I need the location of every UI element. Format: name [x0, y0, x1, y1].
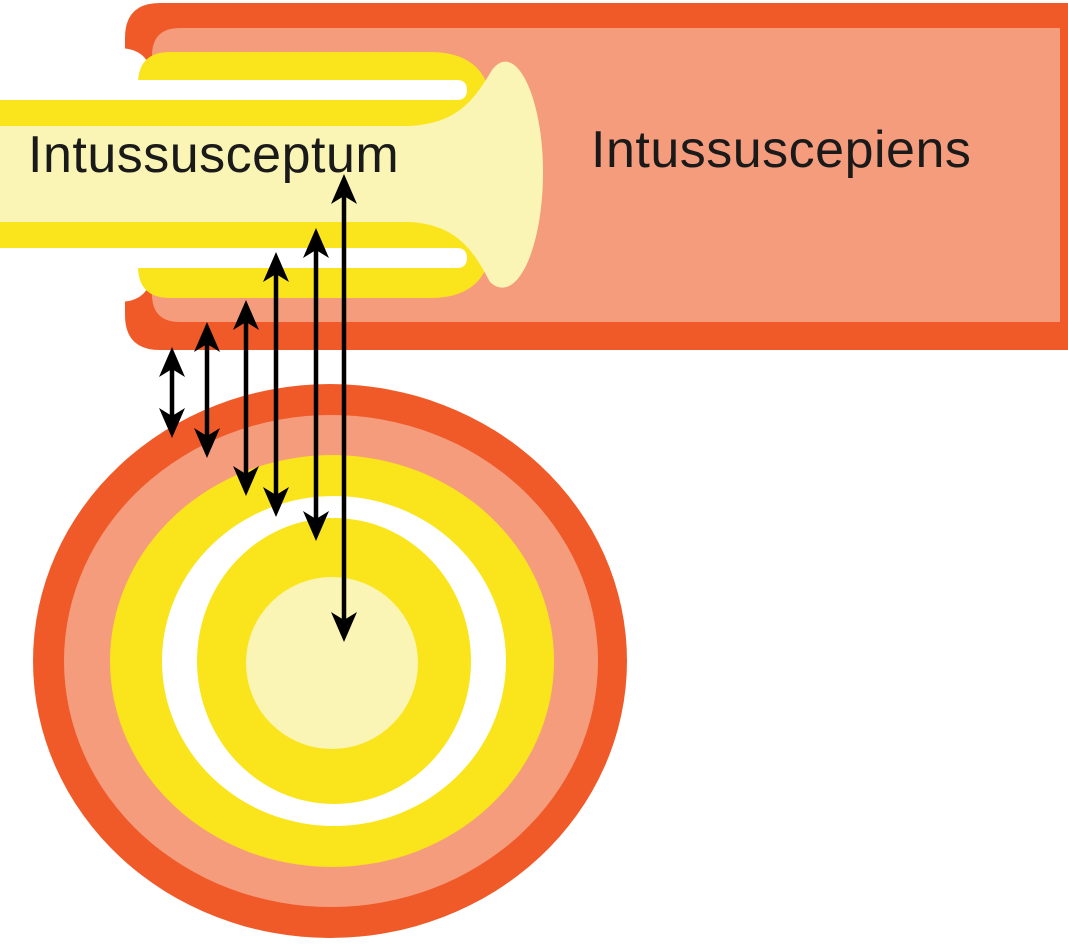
cross-section-view [33, 384, 627, 938]
arrow-head-down-icon [263, 487, 289, 517]
arrow-head-up-icon [159, 347, 185, 377]
intussusceptum-lumen-shape [0, 61, 543, 288]
correspondence-arrow-gap-between-walls [263, 252, 289, 517]
ring-inner-bowel-lumen [246, 577, 418, 749]
arrow-head-up-icon [331, 174, 357, 204]
arrow-head-down-icon [233, 466, 259, 496]
intussuscepiens-label: Intussuscepiens [591, 121, 972, 179]
correspondence-arrow-returning-inner-wall [233, 300, 259, 496]
arrow-head-up-icon [233, 300, 259, 330]
arrow-head-down-icon [303, 511, 329, 541]
arrow-head-down-icon [194, 428, 220, 458]
arrow-head-down-icon [159, 408, 185, 438]
wall-gap-top [0, 80, 467, 100]
correspondence-arrow-entering-inner-wall [303, 228, 329, 541]
correspondence-arrow-inner-bowel-lumen [331, 174, 357, 642]
correspondence-arrow-outer-bowel-lumen [194, 322, 220, 458]
arrow-head-up-icon [303, 228, 329, 258]
intussusceptum-label: Intussusceptum [28, 126, 400, 184]
arrow-head-down-icon [331, 612, 357, 642]
longitudinal-view [0, 3, 1068, 350]
correspondence-arrow-outer-bowel-wall [159, 347, 185, 438]
arrow-head-up-icon [194, 322, 220, 352]
wall-gap-bottom [0, 248, 467, 268]
correspondence-arrows [159, 174, 357, 642]
arrow-head-up-icon [263, 252, 289, 282]
